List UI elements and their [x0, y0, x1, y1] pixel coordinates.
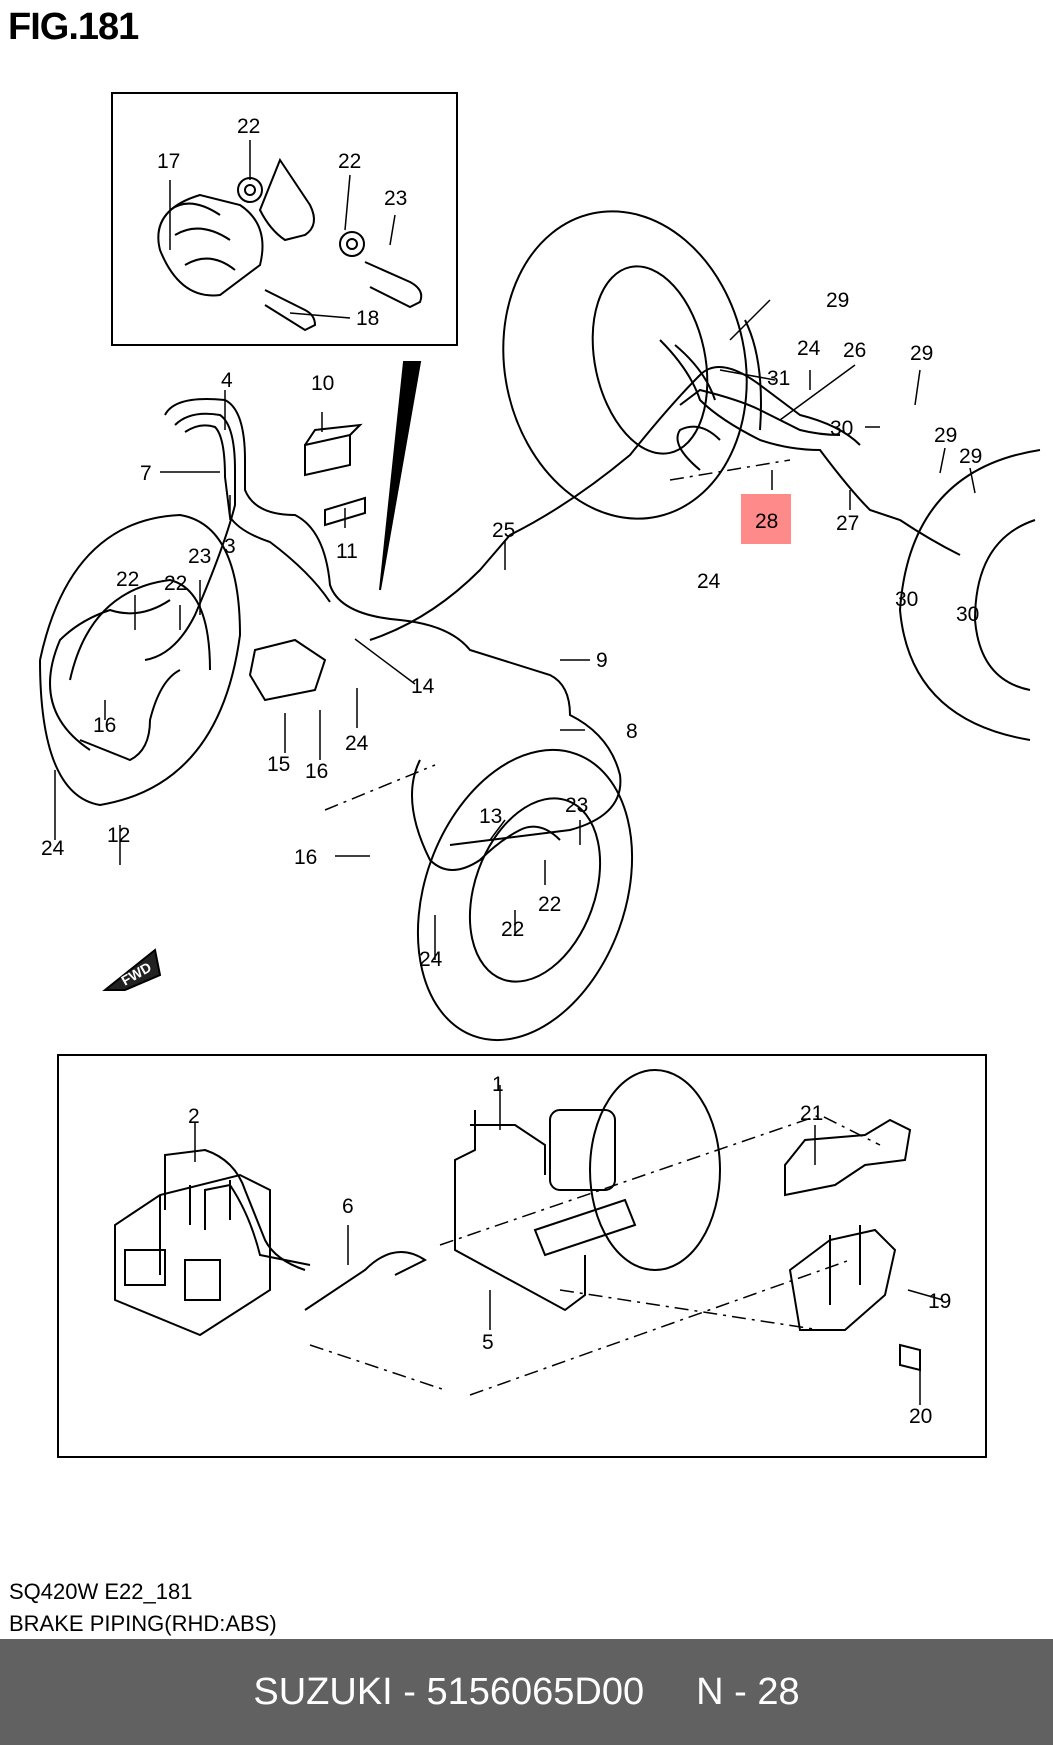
master-cylinder-drawing [533, 1069, 721, 1271]
inset-label-6: 6 [342, 1195, 354, 1218]
part-label-24c: 24 [345, 732, 369, 755]
part-label-8: 8 [626, 720, 638, 743]
part-label-22e: 22 [501, 918, 524, 941]
part-label-22d: 22 [164, 572, 187, 595]
leader-wedge [379, 361, 422, 591]
inset-frame-bottom [57, 1054, 987, 1458]
front-right-hose [411, 759, 561, 871]
part-label-26: 26 [843, 339, 866, 362]
inset-label-5: 5 [482, 1331, 494, 1354]
footer-bar: SUZUKI - 5156065D00 N - 28 [0, 1639, 1053, 1745]
inset-label-21: 21 [800, 1102, 823, 1125]
part-label-30c: 30 [956, 603, 979, 626]
part-label-30b: 30 [895, 588, 918, 611]
part-label-27: 27 [836, 512, 859, 535]
part-label-24e: 24 [41, 837, 65, 860]
part-label-24d: 24 [419, 948, 443, 971]
part-label-3: 3 [224, 535, 236, 558]
part-label-29b: 29 [910, 342, 933, 365]
part-label-22c: 22 [116, 568, 139, 591]
highlight-box [741, 494, 791, 544]
part-label-25: 25 [492, 519, 515, 542]
front-left-hose [49, 599, 181, 762]
brand-part-number: SUZUKI - 5156065D00 [253, 1670, 645, 1713]
part-label-16a: 16 [93, 714, 116, 737]
clip-10 [304, 423, 363, 477]
figure-title: FIG.181 [8, 6, 139, 48]
inset-label-17: 17 [157, 150, 180, 173]
part-label-11: 11 [336, 540, 358, 563]
part-label-10: 10 [311, 372, 334, 395]
rear-wheel-drawing [502, 210, 762, 520]
inset-label-22b: 22 [338, 150, 361, 173]
inset-label-1: 1 [492, 1073, 504, 1096]
part-label-4: 4 [221, 369, 233, 392]
part-label-22f: 22 [538, 893, 561, 916]
abs-unit-drawing [114, 1173, 271, 1337]
inset-label-2: 2 [188, 1105, 200, 1128]
part-label-29c: 29 [934, 424, 957, 447]
part-label-28: 28 [755, 510, 778, 533]
right-wheel-drawing [898, 449, 1041, 741]
part-label-16b: 16 [305, 760, 328, 783]
inset-frame-top [111, 92, 458, 346]
inset-label-20: 20 [909, 1405, 932, 1428]
part-label-14: 14 [411, 675, 435, 698]
fitting-assembly-drawing [157, 157, 423, 332]
part-label-16c: 16 [294, 846, 317, 869]
part-label-7: 7 [140, 462, 152, 485]
diagram-caption: SQ420W E22_181 BRAKE PIPING(RHD:ABS) [9, 1576, 277, 1640]
part-label-30a: 30 [830, 417, 853, 440]
part-label-29d: 29 [959, 445, 982, 468]
part-label-13: 13 [479, 805, 502, 828]
part-label-15: 15 [267, 753, 290, 776]
part-ref: N - 28 [696, 1670, 800, 1713]
model-code: SQ420W E22_181 [9, 1579, 193, 1604]
inset-pipes [164, 1110, 586, 1312]
part-label-23c: 23 [565, 794, 588, 817]
part-label-9: 9 [596, 649, 608, 672]
part-label-29a: 29 [826, 289, 849, 312]
front-right-wheel-drawing [416, 748, 634, 1042]
valve-19 [788, 1225, 897, 1331]
bolt-20 [899, 1343, 921, 1372]
bracket-21 [784, 1118, 912, 1197]
clip-11 [324, 496, 366, 527]
front-left-wheel-drawing [39, 513, 242, 807]
inset-label-19: 19 [928, 1290, 951, 1313]
bracket-15 [248, 638, 327, 702]
part-label-31: 31 [767, 367, 790, 390]
part-label-12: 12 [107, 824, 130, 847]
fwd-arrow-icon [102, 948, 162, 991]
part-label-24b: 24 [697, 570, 721, 593]
inset-label-23: 23 [384, 187, 407, 210]
part-label-23b: 23 [188, 545, 211, 568]
inset-label-18: 18 [356, 307, 379, 330]
inset-label-22a: 22 [237, 115, 260, 138]
diagram-description: BRAKE PIPING(RHD:ABS) [9, 1611, 277, 1636]
part-label-24a: 24 [797, 337, 821, 360]
